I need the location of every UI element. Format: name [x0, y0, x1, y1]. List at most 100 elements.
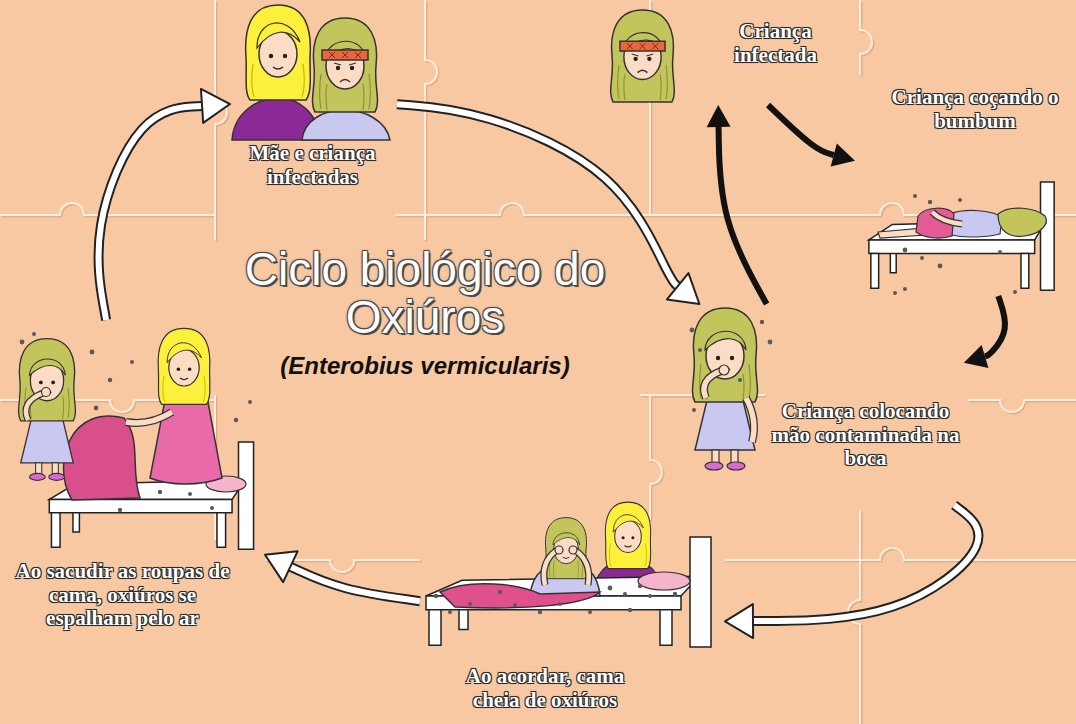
puzzle-line	[725, 548, 1076, 560]
stage-caption: Criança colocando mão contaminada na boc…	[768, 400, 963, 471]
dot	[673, 592, 677, 596]
pinworm-dots	[690, 320, 773, 412]
pinworm-dots	[20, 332, 252, 512]
cycle-arrow-group	[719, 127, 767, 304]
arm	[932, 212, 962, 224]
cycle-arrow-group	[99, 106, 203, 320]
standing-child	[693, 308, 758, 470]
dot	[938, 264, 943, 269]
black-arrow	[985, 296, 1005, 356]
waking-scene	[426, 502, 711, 647]
puzzle-line	[425, 0, 437, 240]
child-shoulders	[302, 110, 390, 140]
arm-outline	[126, 412, 172, 423]
dot	[558, 602, 562, 606]
dot	[608, 586, 613, 591]
arm-outline	[704, 371, 721, 398]
cycle-arrow-group	[753, 505, 978, 621]
hand	[719, 365, 729, 375]
mother-head	[158, 328, 210, 404]
cycle-arrow-group	[985, 296, 1005, 356]
cycle-arrow-group	[768, 105, 834, 155]
stage-caption: Criança infectada	[713, 20, 838, 67]
dot	[623, 592, 627, 596]
arm	[704, 371, 721, 398]
arm	[544, 550, 557, 585]
dot	[513, 603, 517, 607]
stage-box: Criança infectada	[595, 8, 840, 105]
arrow-outline	[99, 106, 203, 320]
dot	[118, 508, 122, 512]
dot	[768, 340, 773, 345]
arm-outline	[932, 212, 962, 224]
white-arrow	[753, 505, 978, 621]
dot	[130, 360, 134, 364]
dot	[958, 198, 962, 202]
bed	[869, 182, 1054, 290]
dot	[920, 256, 924, 260]
shaking-scene	[19, 328, 254, 549]
fever-band	[322, 50, 368, 84]
scratching-scene	[869, 182, 1054, 295]
dot	[913, 194, 917, 198]
mother-head	[246, 5, 311, 100]
mother-head	[605, 502, 650, 568]
hand-mouth-scene	[690, 308, 773, 470]
dot	[90, 350, 95, 355]
black-arrow	[719, 127, 767, 304]
stage-caption: Ao acordar, cama cheia de oxiúros	[445, 665, 645, 712]
arm-outline	[544, 550, 557, 585]
blanket	[440, 584, 600, 608]
arm	[126, 412, 172, 423]
dot	[998, 250, 1002, 254]
dot	[434, 594, 438, 598]
arm	[746, 398, 754, 442]
black-arrow	[768, 105, 834, 155]
puzzle-line	[265, 560, 420, 572]
fever-band	[620, 41, 665, 74]
hand	[555, 546, 563, 554]
puzzle-line	[650, 395, 662, 520]
mother-dress	[150, 394, 222, 484]
stage-box: Criança coçando o bumbum	[855, 82, 1068, 296]
dot	[1013, 290, 1017, 294]
cycle-arrow-group	[290, 567, 420, 601]
dot	[538, 610, 542, 614]
child-head	[611, 10, 675, 102]
arm	[26, 393, 43, 420]
puzzle-line	[860, 0, 872, 75]
stage-caption: Ao sacudir as roupas de cama, oxiúros se…	[10, 560, 235, 631]
dot	[698, 348, 702, 352]
dot	[690, 328, 695, 333]
dot	[448, 610, 452, 614]
diagram-title: Ciclo biológico do Oxiúros	[215, 246, 635, 342]
stage-box: Criança colocando mão contaminada na boc…	[680, 304, 965, 505]
arm-outline	[575, 550, 589, 585]
dot	[928, 200, 932, 204]
dot	[108, 378, 112, 382]
dot	[692, 408, 696, 412]
dot	[628, 608, 632, 612]
dot	[588, 610, 592, 614]
white-arrow	[99, 106, 203, 320]
species-name: (Enterobius vermicularis)	[215, 352, 635, 381]
dot	[188, 492, 192, 496]
pillow	[638, 572, 690, 590]
arm-outline	[746, 398, 754, 442]
puzzle-line	[215, 0, 227, 240]
arm	[575, 550, 589, 585]
dot	[468, 602, 472, 606]
stage-box: Mãe e criança infectadas	[230, 2, 397, 195]
stage-box: Ao acordar, cama cheia de oxiúros	[420, 525, 725, 720]
text-slot: Ciclo biológico do Oxiúros	[215, 246, 635, 342]
blanket	[64, 416, 141, 500]
hand	[42, 388, 51, 397]
dot	[760, 320, 764, 324]
pinworm-dots	[893, 194, 1017, 295]
pinworm-dots	[434, 584, 677, 614]
dot	[158, 490, 162, 494]
dot	[234, 418, 238, 422]
